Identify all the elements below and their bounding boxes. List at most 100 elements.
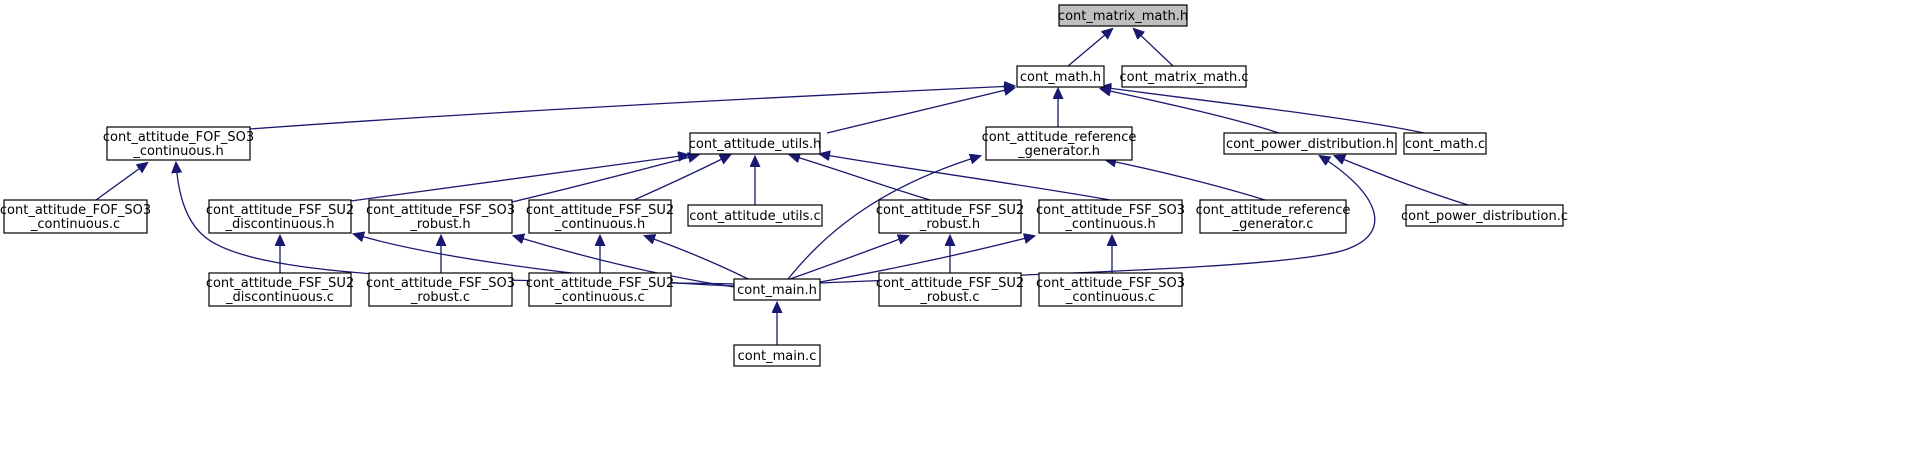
node-label-line: cont_attitude_FSF_SU2	[206, 203, 354, 218]
edge-n1-to-n0	[1067, 29, 1112, 67]
file-node-cont-attitude-fof-so3-continuous-h[interactable]: cont_attitude_FOF_SO3_continuous.h	[103, 126, 254, 161]
edges-layer	[95, 29, 1469, 345]
node-box	[528, 272, 672, 307]
file-node-cont-attitude-fof-so3-continuous-c[interactable]: cont_attitude_FOF_SO3_continuous.c	[0, 199, 151, 234]
node-box	[878, 199, 1022, 234]
edge-n20-to-n10	[514, 236, 735, 288]
nodes-layer: cont_matrix_math.h cont_math.h cont_matrix…	[0, 4, 1568, 367]
node-box	[1016, 65, 1105, 88]
edge-line	[826, 88, 1014, 134]
node-box	[528, 199, 672, 234]
edge-line	[350, 155, 688, 202]
edge-n11-to-n4	[633, 155, 730, 201]
file-node-cont-attitude-fsf-su2-continuous-h[interactable]: cont_attitude_FSF_SU2_continuous.h	[526, 199, 674, 234]
node-label-line: cont_attitude_reference	[1196, 203, 1351, 218]
file-node-cont-math-h[interactable]: cont_math.h	[1016, 65, 1105, 88]
node-label-line: cont_attitude_FSF_SU2	[876, 203, 1024, 218]
node-label-line: cont_attitude_FSF_SO3	[366, 203, 515, 218]
node-box	[1223, 132, 1397, 155]
node-label-line: cont_attitude_utils.c	[689, 209, 820, 224]
edge-n20-to-n14	[819, 236, 1034, 283]
edge-n16-to-n6	[1335, 156, 1469, 206]
node-label-line: _continuous.c	[30, 217, 120, 232]
file-node-cont-attitude-fsf-so3-robust-h[interactable]: cont_attitude_FSF_SO3_robust.h	[366, 199, 515, 234]
file-node-cont-math-c[interactable]: cont_math.c	[1403, 132, 1487, 155]
file-node-cont-attitude-fsf-su2-discontinuous-h[interactable]: cont_attitude_FSF_SU2_discontinuous.h	[206, 199, 354, 234]
file-node-cont-attitude-utils-c[interactable]: cont_attitude_utils.c	[687, 204, 823, 227]
edge-line	[249, 86, 1014, 130]
edge-n7-to-n1	[1101, 87, 1425, 134]
file-node-cont-matrix-math-h[interactable]: cont_matrix_math.h	[1058, 4, 1188, 27]
node-label-line: _generator.c	[1232, 217, 1314, 232]
node-label-line: _robust.c	[410, 290, 470, 305]
edge-line	[1101, 87, 1425, 134]
edge-line	[790, 155, 931, 201]
edge-n14-to-n4	[820, 154, 1111, 201]
edge-n4-to-n1	[826, 88, 1014, 134]
edge-line	[354, 234, 735, 287]
edge-n8-to-n3	[95, 163, 147, 201]
edge-n20-to-n5	[787, 156, 980, 280]
file-node-cont-attitude-reference-generator-c[interactable]: cont_attitude_reference_generator.c	[1196, 199, 1351, 234]
edge-n13-to-n4	[790, 155, 931, 201]
edge-line	[633, 155, 730, 201]
node-label-line: _robust.h	[409, 217, 470, 232]
node-label-line: cont_attitude_FSF_SU2	[876, 276, 1024, 291]
file-node-cont-attitude-fsf-so3-continuous-c[interactable]: cont_attitude_FSF_SO3_continuous.c	[1036, 272, 1185, 307]
edge-n15-to-n5	[1106, 160, 1266, 201]
edge-n9-to-n4	[350, 155, 688, 202]
node-label-line: _continuous.h	[554, 217, 645, 232]
edge-n2-to-n0	[1134, 29, 1174, 67]
edge-n20-to-n11	[645, 236, 749, 280]
edge-line	[1101, 89, 1280, 134]
file-node-cont-attitude-utils-h[interactable]: cont_attitude_utils.h	[689, 132, 822, 155]
file-node-cont-matrix-math-c[interactable]: cont_matrix_math.c	[1119, 65, 1249, 88]
node-label-line: _continuous.c	[554, 290, 644, 305]
node-label-line: _generator.h	[1017, 144, 1100, 159]
node-label-line: cont_attitude_FOF_SO3	[103, 130, 254, 145]
node-box	[368, 199, 513, 234]
node-label-line: _discontinuous.h	[224, 217, 334, 232]
node-box	[1038, 199, 1183, 234]
node-box	[106, 126, 251, 161]
node-label-line: cont_power_distribution.h	[1226, 137, 1394, 152]
node-label-line: cont_attitude_FSF_SO3	[1036, 203, 1185, 218]
edge-n20-to-n13	[789, 236, 908, 280]
node-label-line: _robust.c	[919, 290, 979, 305]
node-box	[687, 204, 823, 227]
node-box	[1403, 132, 1487, 155]
file-node-cont-main-c[interactable]: cont_main.c	[733, 344, 821, 367]
file-node-cont-attitude-fsf-su2-robust-h[interactable]: cont_attitude_FSF_SU2_robust.h	[876, 199, 1024, 234]
file-node-cont-attitude-fsf-su2-discontinuous-c[interactable]: cont_attitude_FSF_SU2_discontinuous.c	[206, 272, 354, 307]
edge-line	[645, 236, 749, 280]
edge-line	[1335, 156, 1469, 206]
edge-line	[819, 236, 1034, 283]
file-node-cont-attitude-fsf-so3-robust-c[interactable]: cont_attitude_FSF_SO3_robust.c	[366, 272, 515, 307]
node-box	[1121, 65, 1247, 88]
edge-n10-to-n4	[511, 155, 698, 203]
node-box	[1038, 272, 1183, 307]
file-node-cont-power-distribution-h[interactable]: cont_power_distribution.h	[1223, 132, 1397, 155]
node-label-line: cont_attitude_FSF_SU2	[526, 276, 674, 291]
node-label-line: _discontinuous.c	[225, 290, 334, 305]
node-label-line: cont_matrix_math.h	[1058, 9, 1188, 24]
file-node-cont-attitude-fsf-su2-continuous-c[interactable]: cont_attitude_FSF_SU2_continuous.c	[526, 272, 674, 307]
file-node-cont-main-h[interactable]: cont_main.h	[733, 278, 821, 301]
file-node-cont-attitude-fsf-so3-continuous-h[interactable]: cont_attitude_FSF_SO3_continuous.h	[1036, 199, 1185, 234]
node-box	[1405, 204, 1564, 227]
file-node-cont-attitude-fsf-su2-robust-c[interactable]: cont_attitude_FSF_SU2_robust.c	[876, 272, 1024, 307]
node-box	[689, 132, 821, 155]
node-box	[208, 272, 352, 307]
edge-line	[787, 156, 980, 280]
node-label-line: cont_power_distribution.c	[1401, 209, 1568, 224]
node-box	[3, 199, 148, 234]
file-node-cont-power-distribution-c[interactable]: cont_power_distribution.c	[1401, 204, 1568, 227]
edge-line	[820, 154, 1111, 201]
node-label-line: cont_attitude_FSF_SO3	[1036, 276, 1185, 291]
edge-line	[95, 163, 147, 201]
node-box	[1199, 199, 1347, 234]
node-label-line: _robust.h	[919, 217, 980, 232]
edge-n3-to-n1	[249, 86, 1014, 130]
file-node-cont-attitude-reference-generator-h[interactable]: cont_attitude_reference_generator.h	[982, 126, 1137, 161]
